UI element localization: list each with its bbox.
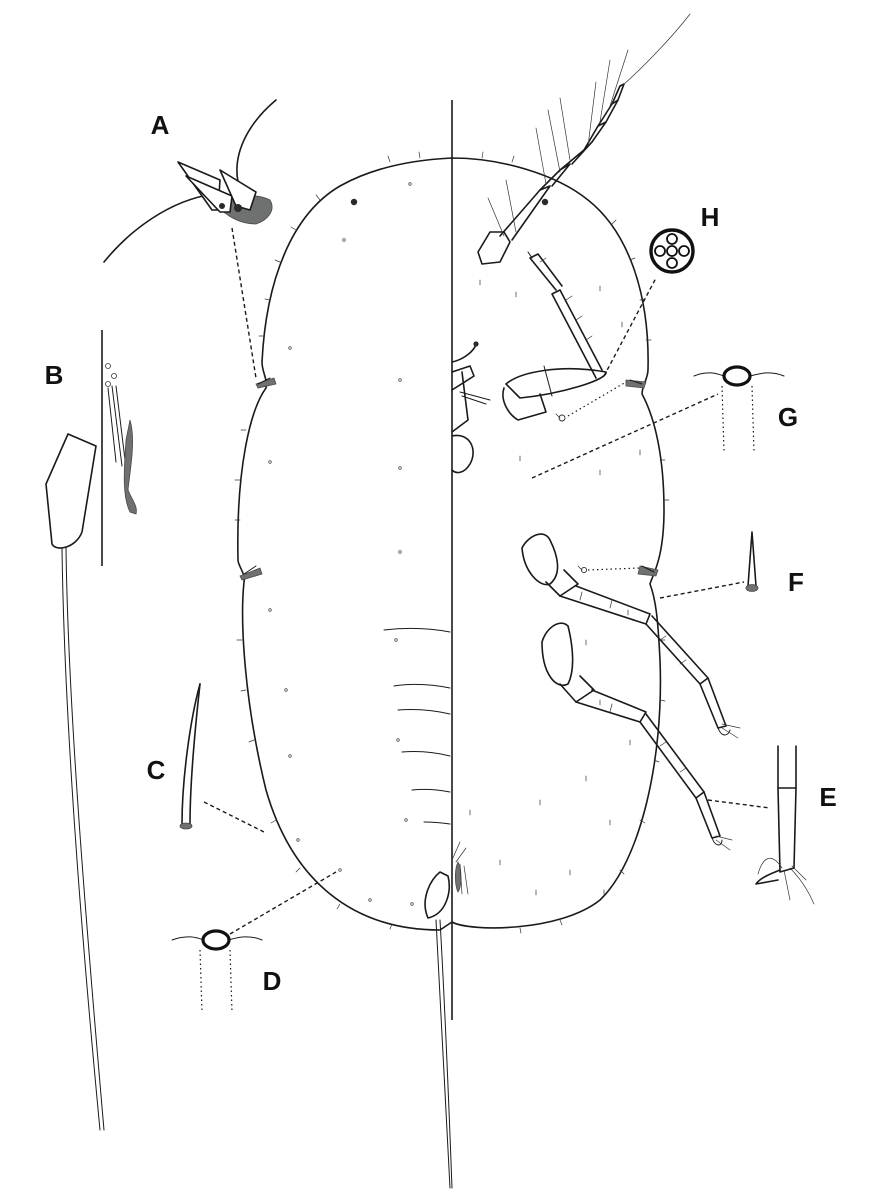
inset-e-claw — [755, 745, 815, 905]
inset-a-cerarius — [103, 99, 277, 263]
panel-label-f: F — [788, 567, 804, 597]
anterior-spiracle — [555, 413, 566, 422]
eye-right — [541, 198, 549, 206]
inset-g-pore — [693, 365, 785, 453]
panel-label-d: D — [263, 966, 282, 996]
anal-lobe — [424, 841, 469, 1189]
cerarius-left-2 — [239, 565, 263, 581]
posterior-spiracle — [577, 565, 588, 574]
cerarius-left-1 — [255, 377, 277, 389]
connectors — [203, 227, 771, 935]
ventral-setae — [469, 279, 641, 896]
panel-label-h: H — [701, 202, 720, 232]
panel-label-c: C — [147, 755, 166, 785]
inset-c-seta — [179, 683, 201, 830]
inset-d-pore — [171, 929, 263, 1013]
dorsal-pores — [268, 182, 414, 906]
inset-b-anal-lobe — [45, 330, 137, 1131]
panel-label-e: E — [819, 782, 836, 812]
foreleg — [502, 251, 607, 421]
midleg — [521, 533, 741, 739]
cerarius-right-2 — [637, 565, 659, 577]
antenna — [477, 13, 691, 265]
segment-lines — [383, 627, 451, 825]
panel-label-a: A — [151, 110, 170, 140]
mouthparts — [451, 341, 491, 474]
panel-label-g: G — [778, 402, 798, 432]
cerarius-right-1 — [625, 379, 647, 389]
inset-h-disc-pore — [649, 228, 695, 274]
inset-f-seta — [745, 531, 759, 592]
hindleg — [541, 622, 733, 851]
panel-label-b: B — [45, 360, 64, 390]
eye-left — [350, 198, 358, 206]
